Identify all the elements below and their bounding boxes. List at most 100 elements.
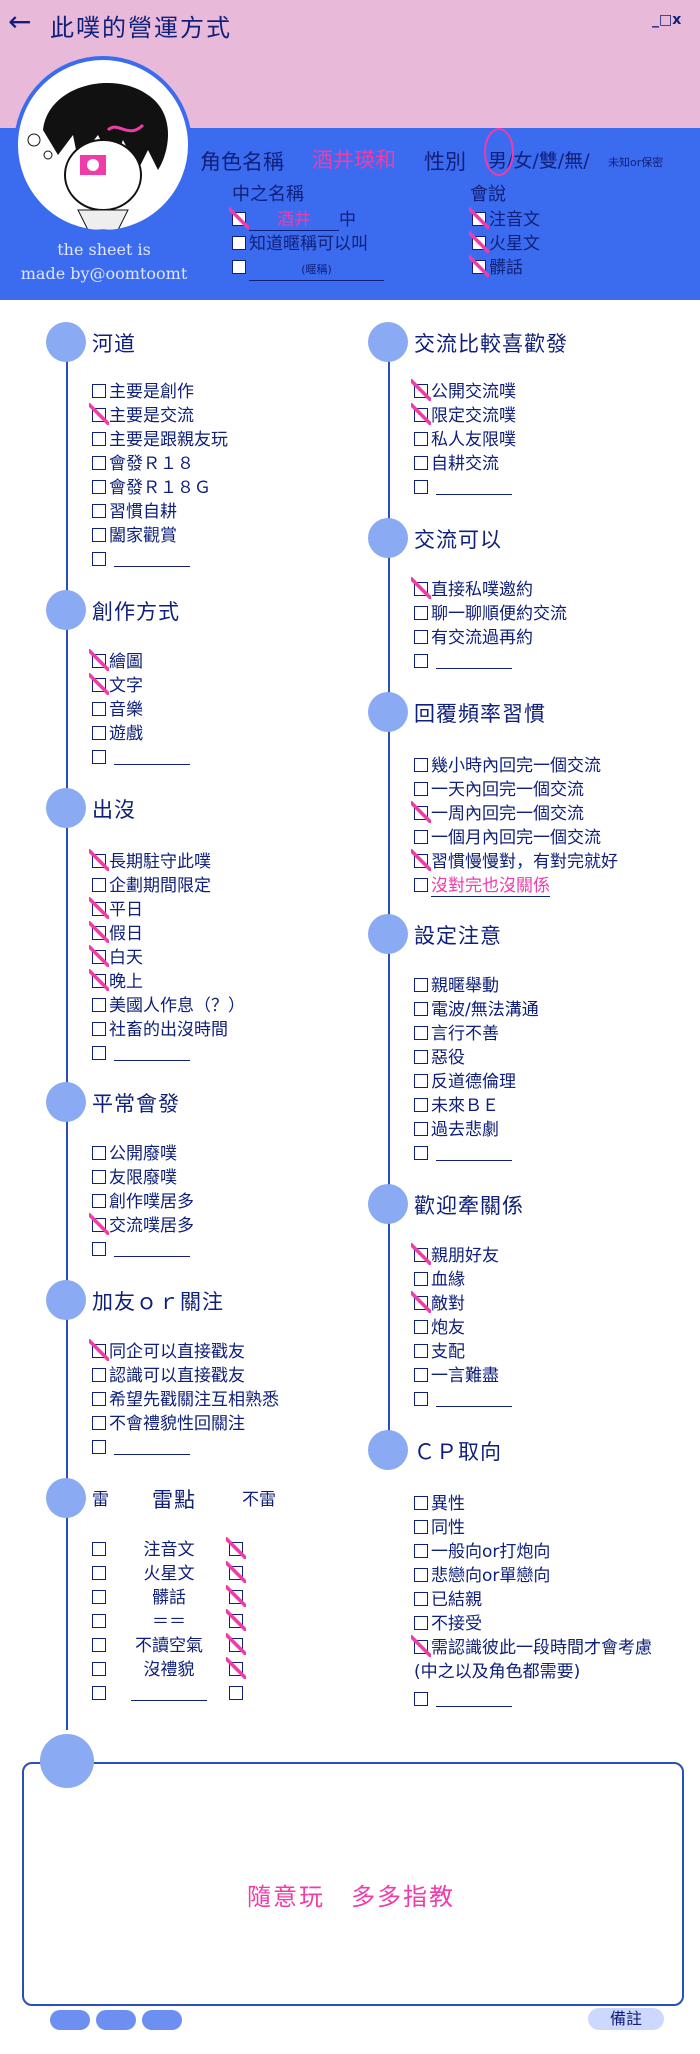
checkbox-lei[interactable] <box>92 1686 106 1700</box>
list-item[interactable]: 過去悲劇 <box>414 1120 499 1140</box>
checkbox-bulei[interactable] <box>229 1638 243 1652</box>
checkbox-lei[interactable] <box>92 1590 106 1604</box>
list-item[interactable]: 已結親 <box>414 1590 482 1610</box>
list-item[interactable]: 限定交流噗 <box>414 406 516 426</box>
list-item[interactable]: 公開廢噗 <box>92 1144 177 1164</box>
window-controls[interactable]: _□x <box>652 12 682 28</box>
landmine-row[interactable]: 沒禮貌 <box>92 1660 292 1680</box>
checkbox[interactable] <box>92 408 106 422</box>
checkbox[interactable] <box>92 1022 106 1036</box>
checkbox[interactable] <box>414 432 428 446</box>
list-item[interactable]: 未來ＢＥ <box>414 1096 499 1116</box>
list-item[interactable]: 白天 <box>92 948 143 968</box>
list-item[interactable]: 同性 <box>414 1518 465 1538</box>
checkbox[interactable] <box>414 782 428 796</box>
checkbox[interactable] <box>414 1592 428 1606</box>
checkbox-bulei[interactable] <box>229 1542 243 1556</box>
blank-item[interactable] <box>92 1240 191 1260</box>
checkbox[interactable] <box>414 854 428 868</box>
list-item[interactable]: 長期駐守此噗 <box>92 852 211 872</box>
checkbox[interactable] <box>92 552 106 566</box>
checkbox-lei[interactable] <box>92 1542 106 1556</box>
checkbox[interactable] <box>414 758 428 772</box>
list-item[interactable]: 聊一聊順便約交流 <box>414 604 567 624</box>
checkbox-lei[interactable] <box>92 1662 106 1676</box>
list-item[interactable]: 一周內回完一個交流 <box>414 804 584 824</box>
checkbox[interactable] <box>92 1242 106 1256</box>
checkbox[interactable] <box>414 830 428 844</box>
list-item[interactable]: 美國人作息（？） <box>92 996 245 1016</box>
checkbox[interactable] <box>232 260 246 274</box>
list-item[interactable]: 主要是交流 <box>92 406 194 426</box>
checkbox-lei[interactable] <box>92 1566 106 1580</box>
list-item[interactable]: 晚上 <box>92 972 143 992</box>
checkbox[interactable] <box>92 998 106 1012</box>
list-item[interactable]: 繪圖 <box>92 652 143 672</box>
checkbox[interactable] <box>92 974 106 988</box>
checkbox[interactable] <box>232 212 246 226</box>
checkbox[interactable] <box>92 456 106 470</box>
checkbox[interactable] <box>472 236 486 250</box>
list-item[interactable]: 電波/無法溝通 <box>414 1000 539 1020</box>
list-item[interactable]: 支配 <box>414 1342 465 1362</box>
checkbox[interactable] <box>414 606 428 620</box>
list-item[interactable]: 幾小時內回完一個交流 <box>414 756 601 776</box>
checkbox[interactable] <box>92 678 106 692</box>
footer-pill-2[interactable] <box>96 2010 136 2030</box>
list-item[interactable]: 需認識彼此一段時間才會考慮 <box>414 1638 652 1658</box>
list-item[interactable]: 公開交流噗 <box>414 382 516 402</box>
checkbox[interactable] <box>92 528 106 542</box>
list-item[interactable]: 希望先戳關注互相熟悉 <box>92 1390 279 1410</box>
list-item[interactable]: 反道德倫理 <box>414 1072 516 1092</box>
checkbox[interactable] <box>92 878 106 892</box>
checkbox[interactable] <box>92 504 106 518</box>
footer-pill-3[interactable] <box>142 2010 182 2030</box>
landmine-row[interactable]: ＝＝ <box>92 1612 292 1632</box>
cn-name-row[interactable]: 酒井中 <box>232 210 356 231</box>
checkbox[interactable] <box>92 950 106 964</box>
checkbox[interactable] <box>414 1074 428 1088</box>
list-item[interactable]: 私人友限噗 <box>414 430 516 450</box>
checkbox[interactable] <box>414 806 428 820</box>
list-item[interactable]: 交流噗居多 <box>92 1216 194 1236</box>
checkbox[interactable] <box>92 1368 106 1382</box>
checkbox[interactable] <box>414 654 428 668</box>
checkbox[interactable] <box>414 1392 428 1406</box>
checkbox[interactable] <box>92 480 106 494</box>
lang-item[interactable]: 髒話 <box>472 258 523 278</box>
checkbox[interactable] <box>92 702 106 716</box>
checkbox[interactable] <box>92 1046 106 1060</box>
lang-item[interactable]: 注音文 <box>472 210 540 230</box>
list-item[interactable]: 認識可以直接戳友 <box>92 1366 245 1386</box>
checkbox[interactable] <box>92 1344 106 1358</box>
blank-item[interactable] <box>414 478 513 498</box>
list-item[interactable]: 友限廢噗 <box>92 1168 177 1188</box>
lang-item[interactable]: 火星文 <box>472 234 540 254</box>
checkbox[interactable] <box>472 260 486 274</box>
list-item[interactable]: 一般向or打炮向 <box>414 1542 550 1562</box>
list-item[interactable]: 敵對 <box>414 1294 465 1314</box>
checkbox-bulei[interactable] <box>229 1614 243 1628</box>
checkbox[interactable] <box>414 1026 428 1040</box>
checkbox[interactable] <box>414 1296 428 1310</box>
checkbox[interactable] <box>92 726 106 740</box>
list-item[interactable]: 自耕交流 <box>414 454 499 474</box>
arrow-left-icon[interactable]: ← <box>8 5 32 38</box>
list-item[interactable]: 習慣自耕 <box>92 502 177 522</box>
list-item[interactable]: 闔家觀賞 <box>92 526 177 546</box>
list-item[interactable]: 會發Ｒ１８Ｇ <box>92 478 211 498</box>
checkbox[interactable] <box>414 1146 428 1160</box>
checkbox[interactable] <box>92 1416 106 1430</box>
checkbox-bulei[interactable] <box>229 1566 243 1580</box>
checkbox[interactable] <box>92 384 106 398</box>
checkbox[interactable] <box>92 750 106 764</box>
list-item[interactable]: 文字 <box>92 676 143 696</box>
list-item[interactable]: 有交流過再約 <box>414 628 533 648</box>
checkbox[interactable] <box>414 1692 428 1706</box>
checkbox-bulei[interactable] <box>229 1662 243 1676</box>
list-item[interactable]: 異性 <box>414 1494 465 1514</box>
list-item[interactable]: 言行不善 <box>414 1024 499 1044</box>
checkbox[interactable] <box>414 1544 428 1558</box>
blank-item[interactable] <box>414 1144 513 1164</box>
landmine-row[interactable]: 不讀空氣 <box>92 1636 292 1656</box>
